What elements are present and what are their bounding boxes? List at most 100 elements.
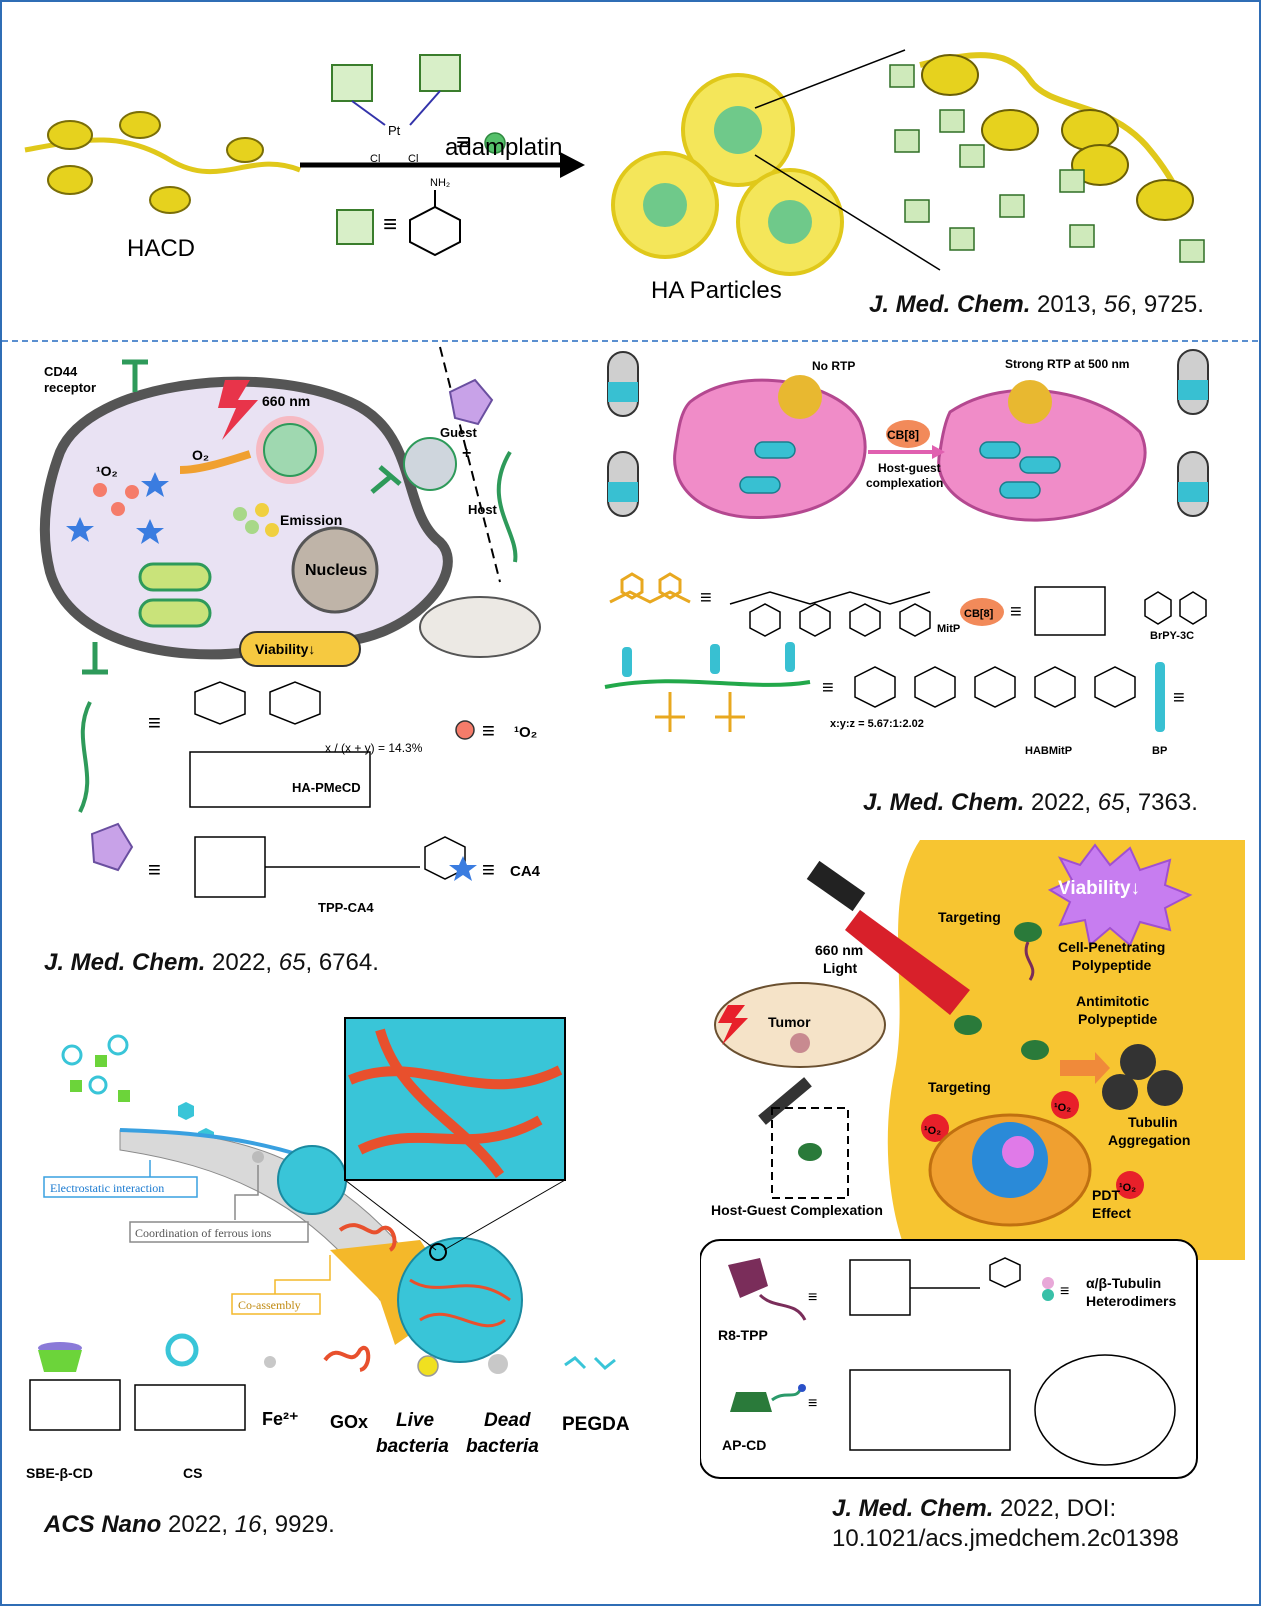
citation-acs-nano-2022: ACS Nano 2022, 16, 9929. xyxy=(44,1510,335,1540)
cite-page: , 7363. xyxy=(1124,789,1197,816)
final-hydrogel-sphere xyxy=(398,1238,522,1362)
host-guest-complexation-label: Host-Guest Complexation xyxy=(711,1202,883,1218)
cite-journal: J. Med. Chem. xyxy=(863,789,1024,816)
equiv-cb8: ≡ xyxy=(1010,601,1022,623)
habmitp-structure xyxy=(855,667,1135,707)
apcd-tip xyxy=(798,1384,806,1392)
equiv-apcd: ≡ xyxy=(808,1395,817,1412)
sbe-cd-icon xyxy=(38,1342,82,1372)
sbe-cd-structure xyxy=(30,1380,120,1430)
cb8-legend-label: CB[8] xyxy=(964,608,994,620)
cs-label: CS xyxy=(183,1465,202,1481)
viability-label: Viability↓ xyxy=(255,641,315,657)
reaction-arrowhead xyxy=(560,152,585,178)
cite-year: 2022, xyxy=(1024,789,1097,816)
ratio-label: x / (x + y) = 14.3% xyxy=(325,741,423,755)
tpp-ca4-icon xyxy=(92,824,132,870)
coordination-label: Coordination of ferrous ions xyxy=(135,1226,272,1240)
cs-structure xyxy=(135,1385,245,1430)
tpp-ca4-structure xyxy=(195,837,465,897)
tubulin-alpha-dot xyxy=(1042,1277,1054,1289)
fe-label: Fe²⁺ xyxy=(262,1409,299,1429)
targeting-label-2: Targeting xyxy=(928,1079,991,1095)
ca4-legend-label: CA4 xyxy=(510,863,541,880)
dead-label-1: Dead xyxy=(484,1410,531,1431)
o2-label: O₂ xyxy=(192,447,209,463)
cite-page: , 9929. xyxy=(261,1511,334,1538)
habmitp-chain-icon xyxy=(605,681,810,687)
cs-icon xyxy=(168,1336,196,1364)
brpy-label: BrPY-3C xyxy=(1150,630,1194,642)
panel-acs-nano-coassembly: Electrostatic interaction Coordination o… xyxy=(0,1000,660,1520)
panel2-figure: CD44 receptor 660 nm O₂ ¹O₂ xyxy=(0,342,600,942)
adamplatin-label: adamplatin xyxy=(445,134,562,161)
equiv-ha: ≡ xyxy=(148,710,161,735)
mitp-pendants xyxy=(655,692,745,732)
o2-burst-label-3: ¹O₂ xyxy=(1119,1182,1136,1194)
gox-label: GOx xyxy=(330,1412,368,1432)
cite-journal: J. Med. Chem. xyxy=(869,291,1030,318)
nucleus-label: Nucleus xyxy=(305,562,367,579)
host-guest-label-2: complexation xyxy=(866,476,943,490)
electrostatic-label: Electrostatic interaction xyxy=(50,1181,164,1195)
hacd-polymer xyxy=(25,112,300,213)
xyz-ratio-label: x:y:z = 5.67:1:2.02 xyxy=(830,718,924,730)
cite-volume: 65 xyxy=(279,949,306,976)
electrostatic-leader xyxy=(130,1160,150,1178)
nh2-label: NH₂ xyxy=(430,177,450,189)
equiv-tpp: ≡ xyxy=(148,857,161,882)
guest-label: Guest xyxy=(440,425,478,440)
zoom-line-top xyxy=(755,50,905,108)
cb8-structure xyxy=(1035,587,1105,635)
cpp-label-1: Cell-Penetrating xyxy=(1058,939,1165,955)
host-guest-label-1: Host-guest xyxy=(878,461,941,475)
ha-particle xyxy=(264,424,316,476)
panel4-figure: Electrostatic interaction Coordination o… xyxy=(0,1000,660,1520)
live-bacteria-icon xyxy=(418,1356,438,1376)
660nm-label: 660 nm xyxy=(262,393,310,409)
bp-pendants xyxy=(622,642,795,677)
nucleus-before xyxy=(778,375,822,419)
mitp-structure xyxy=(730,592,930,636)
equiv-tubulin: ≡ xyxy=(1060,1283,1069,1300)
viability-label: Viability↓ xyxy=(1058,878,1140,899)
o2-burst-label-2: ¹O₂ xyxy=(1054,1102,1071,1114)
dead-label-2: bacteria xyxy=(466,1436,539,1457)
ha-pmecd-label: HA-PMeCD xyxy=(292,780,361,795)
fe-ion-icon xyxy=(252,1151,264,1163)
singlet-o2-legend-label: ¹O₂ xyxy=(514,724,537,741)
tubulin-legend-label-2: Heterodimers xyxy=(1086,1293,1176,1309)
panel-habmitp-rtp: No RTP Strong RTP at 500 nm CB[8] Host-g… xyxy=(600,342,1250,772)
hacd-label: HACD xyxy=(127,235,195,262)
cite-year: 2013, xyxy=(1030,291,1103,318)
pt-label: Pt xyxy=(388,123,401,138)
equiv-r8tpp: ≡ xyxy=(808,1289,817,1306)
brpy-structure xyxy=(1145,592,1206,624)
pdt-label-1: PDT xyxy=(1092,1187,1120,1203)
r8tpp-label: R8-TPP xyxy=(718,1327,768,1343)
panel-r8tpp-apcd: Viability↓ Targeting 660 nm Light Cell-P… xyxy=(700,840,1245,1490)
tumor-label: Tumor xyxy=(768,1014,811,1030)
gox-legend-icon xyxy=(325,1348,368,1370)
tubulin-label-1: Tubulin xyxy=(1128,1114,1178,1130)
intermediate-sphere xyxy=(278,1146,346,1214)
light-label-2: Light xyxy=(823,960,858,976)
emission-label: Emission xyxy=(280,512,342,528)
tpp-ca4-label: TPP-CA4 xyxy=(318,900,374,915)
adamantane-amine xyxy=(410,190,460,255)
cite-year: 2022, xyxy=(161,1511,234,1538)
o2-burst-label-1: ¹O₂ xyxy=(924,1125,941,1137)
zoom-line-right xyxy=(444,1180,565,1250)
mitp-icon xyxy=(610,574,690,602)
pdt-label-2: Effect xyxy=(1092,1205,1131,1221)
host-label: Host xyxy=(468,502,498,517)
no-rtp-label: No RTP xyxy=(812,359,855,373)
equiv-ca4: ≡ xyxy=(482,857,495,882)
amantadine-structure xyxy=(337,210,373,244)
citation-jmc-2022-doi-line2: 10.1021/acs.jmedchem.2c01398 xyxy=(832,1524,1179,1554)
panel-hacd-adamplatin: HACD Pt Cl Cl ≡ adamplatin ≡ NH₂ xyxy=(0,0,1261,340)
equiv-bp: ≡ xyxy=(1173,687,1185,709)
bp-label: BP xyxy=(1152,745,1167,757)
zoom-inset xyxy=(345,1018,565,1180)
syringe-icon xyxy=(758,1077,812,1125)
